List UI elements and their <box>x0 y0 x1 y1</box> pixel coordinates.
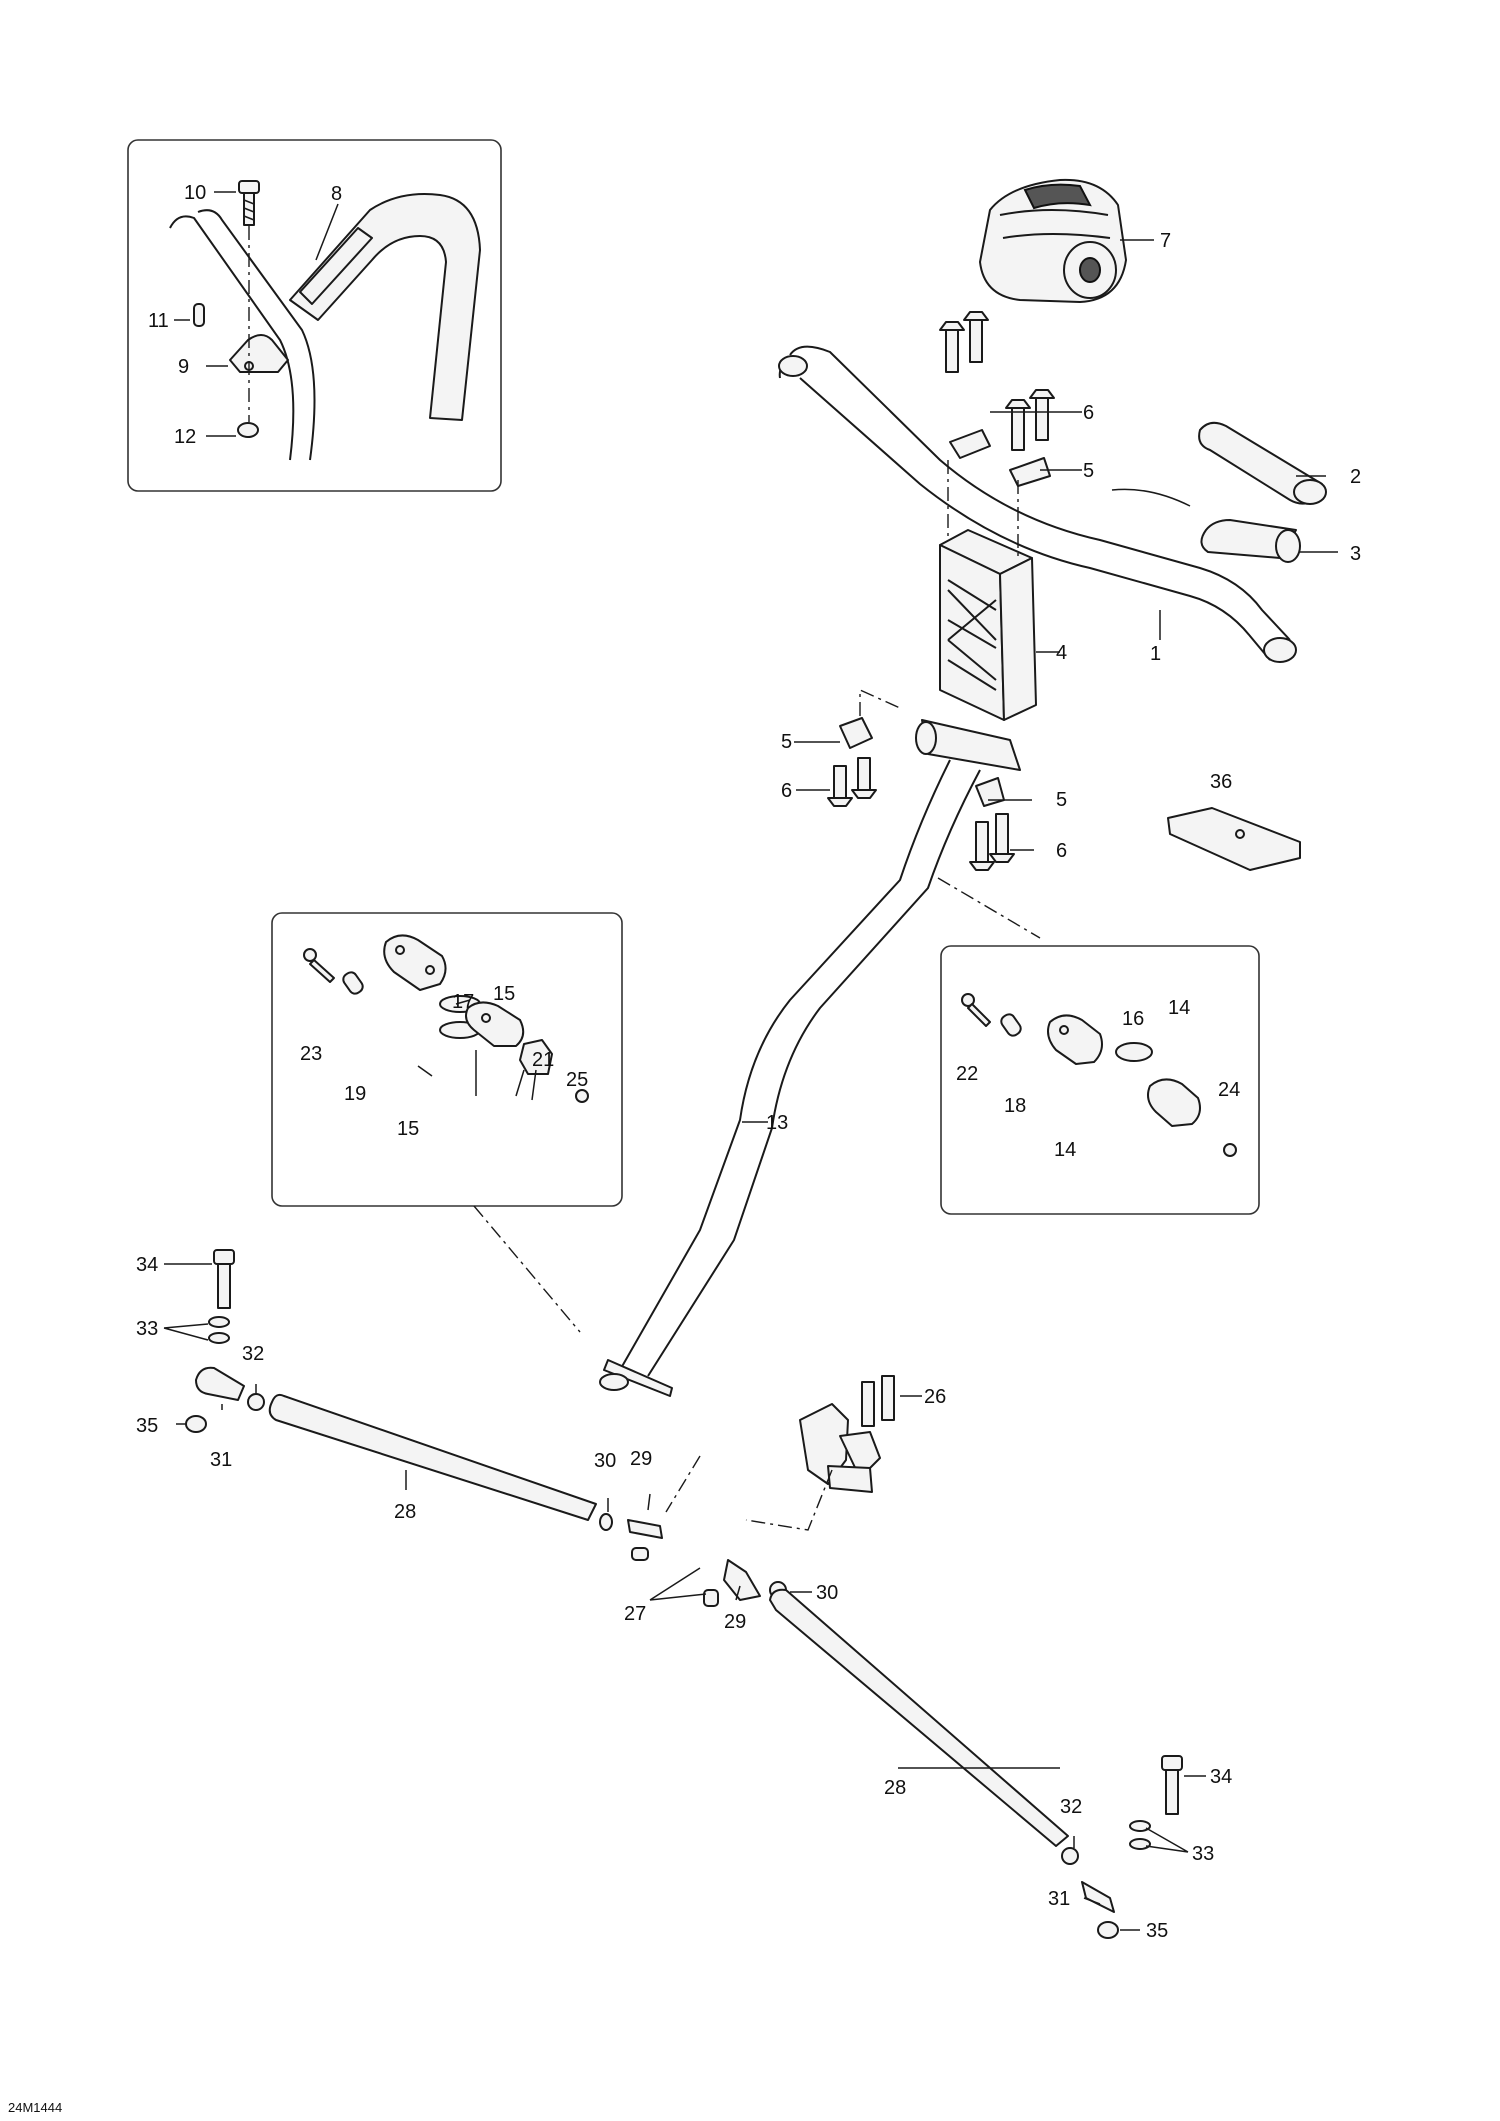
callout-31b: 31 <box>1048 1888 1070 1910</box>
callout-23: 23 <box>300 1043 322 1065</box>
steering-arm <box>799 1375 895 1493</box>
callout-30a: 30 <box>594 1450 616 1472</box>
handlebar-pad <box>289 193 481 421</box>
callout-15b: 15 <box>397 1118 419 1140</box>
nut <box>237 422 259 438</box>
callout-6a: 6 <box>1083 402 1094 424</box>
callout-2: 2 <box>1350 466 1361 488</box>
callout-7: 7 <box>1160 230 1171 252</box>
tie-rod-right <box>769 1588 1183 1939</box>
callout-26: 26 <box>924 1386 946 1408</box>
callout-21: 21 <box>532 1049 554 1071</box>
riser-block <box>939 529 1037 721</box>
callout-15a: 15 <box>493 983 515 1005</box>
clamp <box>229 334 289 373</box>
riser-clamp-top <box>939 311 1055 487</box>
callout-9: 9 <box>178 356 189 378</box>
callout-34b: 34 <box>1210 1766 1232 1788</box>
grip-right <box>1200 519 1301 563</box>
callout-14a: 14 <box>1168 997 1190 1019</box>
callout-17: 17 <box>452 991 474 1013</box>
callout-labels: 1 2 3 4 5 5 5 6 6 6 7 8 9 10 11 12 13 14… <box>136 182 1361 1942</box>
riser-clamp-lower <box>827 717 1015 871</box>
callout-28b: 28 <box>884 1777 906 1799</box>
steering-column <box>599 719 1021 1397</box>
inset-handlebar-pad <box>127 139 502 492</box>
callout-29a: 29 <box>630 1448 652 1470</box>
callout-5c: 5 <box>1056 789 1067 811</box>
callout-18: 18 <box>1004 1095 1026 1117</box>
callout-10: 10 <box>184 182 206 204</box>
callout-6b: 6 <box>781 780 792 802</box>
callout-30b: 30 <box>816 1582 838 1604</box>
callout-35a: 35 <box>136 1415 158 1437</box>
callout-29b: 29 <box>724 1611 746 1633</box>
callout-36: 36 <box>1210 771 1232 793</box>
callout-19: 19 <box>344 1083 366 1105</box>
callout-5a: 5 <box>1083 460 1094 482</box>
callout-16: 16 <box>1122 1008 1144 1030</box>
pin <box>193 303 205 327</box>
callout-4: 4 <box>1056 642 1067 664</box>
callout-32b: 32 <box>1060 1796 1082 1818</box>
tie-rod-left <box>185 1249 787 1607</box>
callout-8: 8 <box>331 183 342 205</box>
callout-28a: 28 <box>394 1501 416 1523</box>
callout-3: 3 <box>1350 543 1361 565</box>
callout-13: 13 <box>766 1112 788 1134</box>
callout-22: 22 <box>956 1063 978 1085</box>
bolt <box>238 180 260 226</box>
callout-27: 27 <box>624 1603 646 1625</box>
callout-5b: 5 <box>781 731 792 753</box>
inset-bushing-right <box>940 945 1260 1215</box>
callout-33a: 33 <box>136 1318 158 1340</box>
callout-32a: 32 <box>242 1343 264 1365</box>
callout-31a: 31 <box>210 1449 232 1471</box>
callout-14b: 14 <box>1054 1139 1076 1161</box>
handlebar-cover <box>979 178 1127 303</box>
callout-24: 24 <box>1218 1079 1240 1101</box>
support-plate <box>1167 807 1301 871</box>
callout-33b: 33 <box>1192 1843 1214 1865</box>
handlebar <box>778 345 1297 663</box>
callout-35b: 35 <box>1146 1920 1168 1942</box>
callout-12: 12 <box>174 426 196 448</box>
callout-11: 11 <box>148 310 169 332</box>
grip-left <box>1198 421 1327 505</box>
inset-bushing-left <box>271 912 623 1207</box>
callout-25: 25 <box>566 1069 588 1091</box>
drawing-code: 24M1444 <box>8 2100 62 2115</box>
callout-6c: 6 <box>1056 840 1067 862</box>
leader-lines <box>163 191 1338 1931</box>
callout-34a: 34 <box>136 1254 158 1276</box>
callout-1: 1 <box>1150 643 1161 665</box>
